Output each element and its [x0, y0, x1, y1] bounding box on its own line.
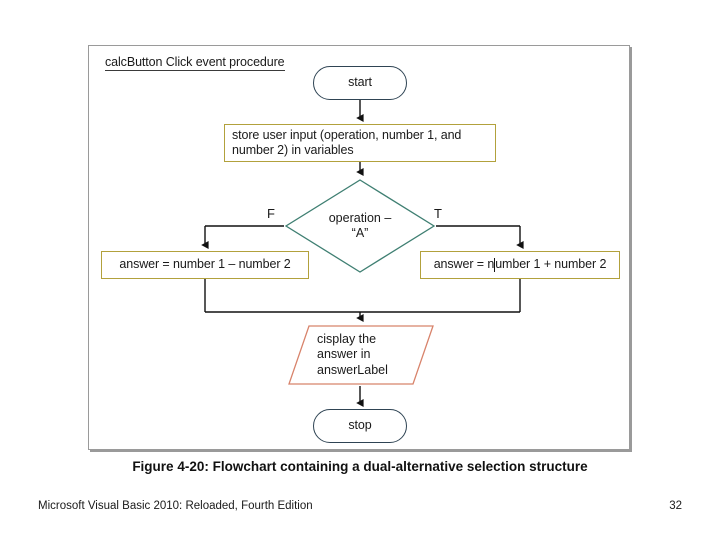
flow-node-start-label: start [348, 75, 372, 90]
flow-node-decision: operation – “A” [284, 178, 436, 274]
flow-node-answer-false-label: answer = number 1 – number 2 [119, 257, 291, 272]
footer-page-number: 32 [669, 500, 682, 512]
output-line-3: answerLabel [317, 362, 388, 377]
figure-caption: Figure 4-20: Flowchart containing a dual… [132, 459, 588, 474]
flow-node-start: start [313, 66, 407, 100]
figure-frame: calcButton Click event procedure start [88, 45, 630, 450]
slide-footer: Microsoft Visual Basic 2010: Reloaded, F… [38, 500, 682, 512]
flow-node-stop: stop [313, 409, 407, 443]
output-parallelogram-shape [288, 325, 434, 385]
output-line-1: cisplay the [317, 331, 377, 346]
output-line-2: answer in [317, 347, 371, 362]
branch-label-false: F [267, 206, 275, 221]
flow-node-answer-true-label-before: answer = n [433, 257, 495, 272]
decision-line-2: “A” [351, 226, 369, 240]
flow-node-stop-label: stop [348, 418, 372, 433]
flow-node-answer-false: answer = number 1 – number 2 [101, 251, 309, 279]
decision-line-1: operation – [328, 211, 392, 225]
text-caret [494, 258, 496, 272]
flow-node-decision-label: operation – “A” [284, 178, 436, 274]
flow-node-output: cisplay the answer in answerLabel [287, 324, 435, 386]
flow-node-store-input-label: store user input (operation, number 1, a… [232, 127, 462, 157]
branch-label-true: T [434, 206, 442, 221]
flow-node-output-label: cisplay the answer in answerLabel [287, 324, 435, 386]
footer-book-title: Microsoft Visual Basic 2010: Reloaded, F… [38, 500, 313, 512]
flow-node-answer-true-label-after: umber 1 + number 2 [495, 257, 607, 272]
flow-node-store-input: store user input (operation, number 1, a… [224, 124, 496, 162]
decision-diamond-shape [284, 179, 436, 273]
procedure-title: calcButton Click event procedure [105, 55, 285, 71]
